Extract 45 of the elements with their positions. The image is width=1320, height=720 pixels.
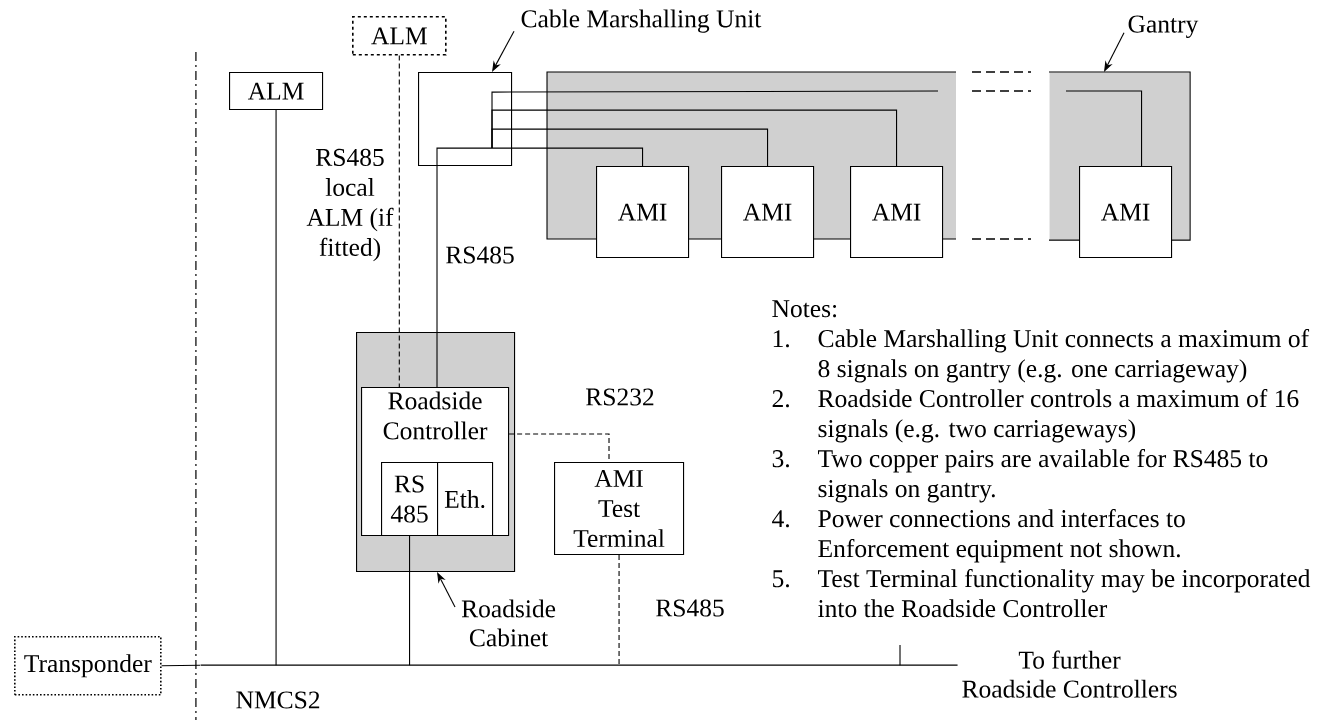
transponder-box: Transponder [14, 636, 162, 696]
edge-label: RS485 local ALM (if fitted) [306, 148, 394, 262]
port-box: RS 485 [381, 462, 439, 537]
note-text: Test Terminal functionality may be incorporated into the Roadside Controller [818, 569, 1311, 618]
note-number: 2. [772, 390, 789, 408]
connector-line [1065, 90, 1143, 167]
note-number: 1. [773, 330, 789, 348]
connector-line [161, 664, 201, 667]
note-text: Cable Marshalling Unit connects a maximum of 8 signals on gantry (e.g. one carriageway) [818, 329, 1310, 383]
edge-label: RS485 [656, 599, 724, 617]
alm-box: ALM [352, 16, 447, 56]
note-text: Power connections and interfaces to Enforcement equipment not shown. [818, 509, 1185, 563]
connector-line [618, 554, 620, 666]
connector-line [491, 90, 939, 149]
marshalling-unit-box [418, 72, 513, 167]
leader-arrow [437, 572, 456, 608]
note-number: 4. [772, 510, 789, 528]
test-terminal-box: AMI Test Terminal [554, 462, 685, 556]
end-label: To further Roadside Controllers [962, 650, 1177, 698]
connector-line [409, 535, 411, 666]
callout-text: Roadside Cabinet [461, 599, 556, 647]
edge-label: RS232 [586, 388, 654, 406]
ami-box: AMI [596, 166, 690, 259]
notes-heading: Notes: [772, 300, 837, 318]
bus-line [200, 664, 958, 666]
connector-line [275, 109, 277, 666]
connector-line [398, 55, 400, 388]
note-number: 3. [772, 450, 789, 468]
ami-box: AMI [721, 166, 815, 259]
port-box: Eth. [437, 462, 494, 537]
note-text: Two copper pairs are available for RS485 to signals on gantry. [818, 449, 1268, 503]
connector-line [436, 147, 644, 167]
note-text: Roadside Controller controls a maximum of 16 signals (e.g. two carriageways) [818, 389, 1299, 443]
connector-line [491, 128, 769, 167]
ami-box: AMI [1079, 166, 1173, 259]
connector-line [491, 109, 898, 167]
ami-box: AMI [850, 166, 944, 259]
network-label: NMCS2 [236, 691, 320, 709]
connector-line [899, 644, 901, 666]
note-number: 5. [773, 570, 789, 588]
callout-text: Cable Marshalling Unit [521, 9, 762, 33]
edge-label: RS485 [446, 246, 514, 264]
alm-box: ALM [229, 72, 324, 111]
connector-line [436, 165, 438, 388]
callout-text: Gantry [1128, 15, 1199, 38]
